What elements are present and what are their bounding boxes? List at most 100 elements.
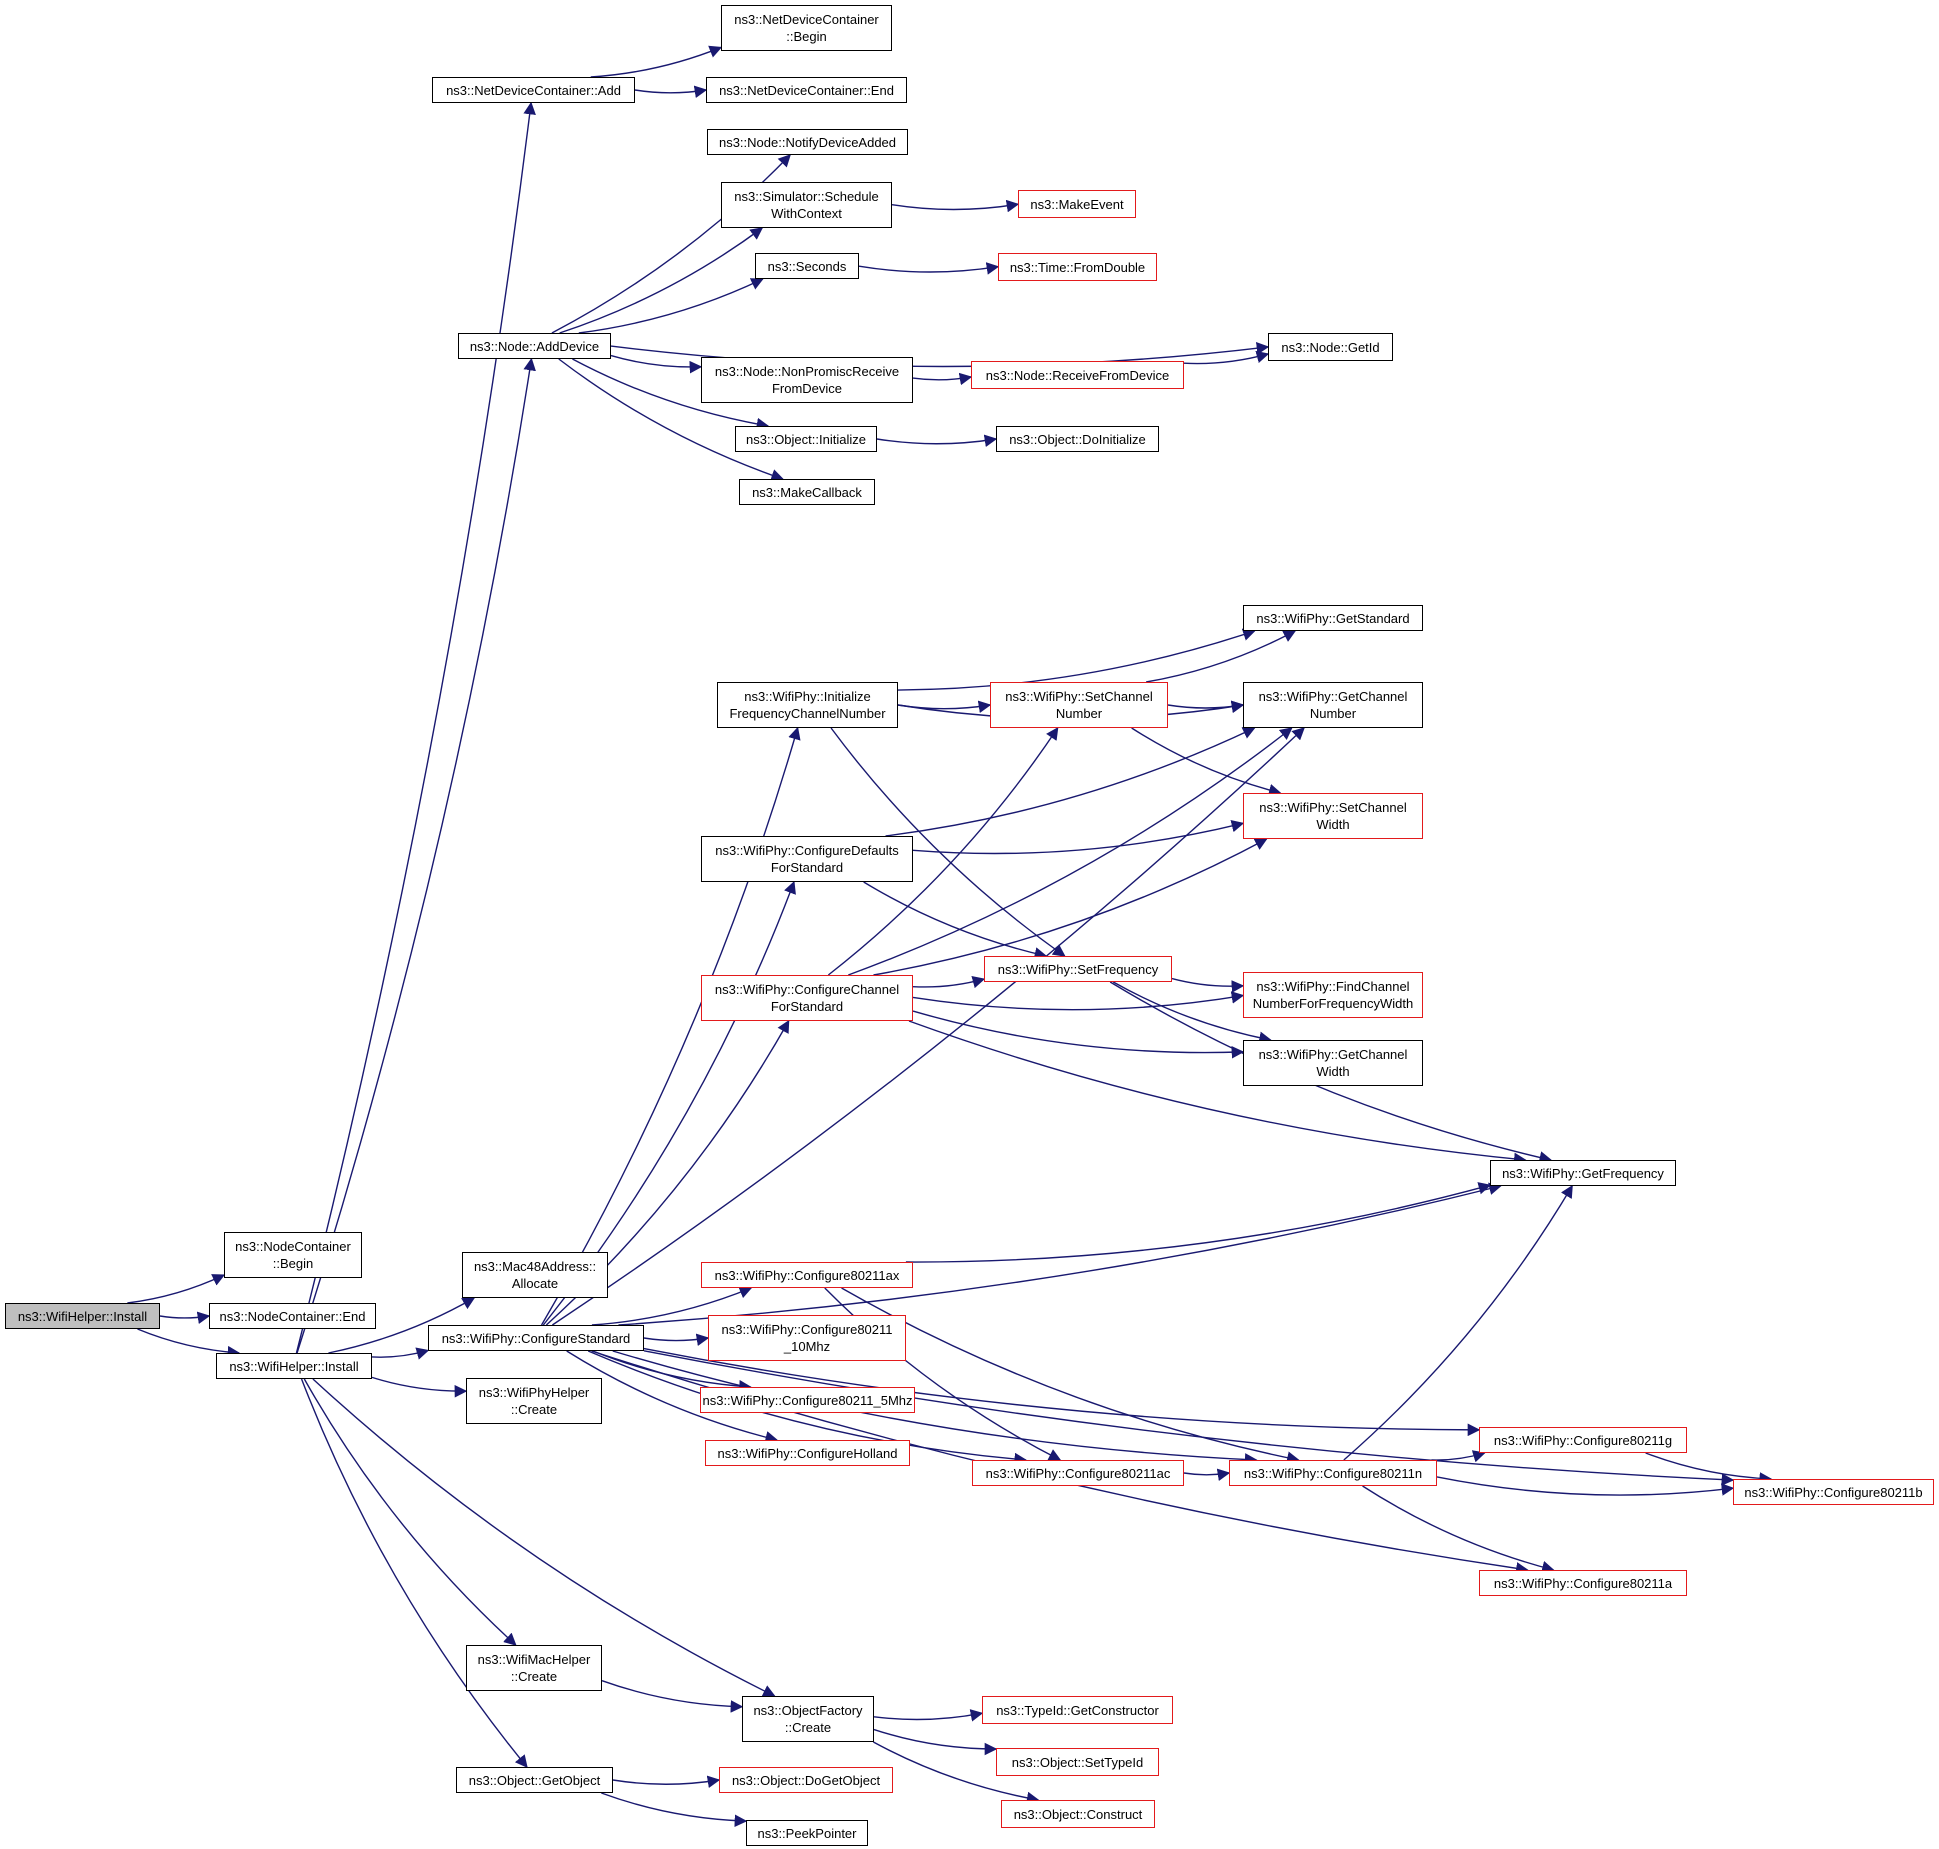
node-n19[interactable]: ns3::Mac48Address::Allocate — [462, 1252, 608, 1298]
node-n45[interactable]: ns3::Object::SetTypeId — [996, 1748, 1159, 1776]
node-label-line: ns3::WifiPhyHelper — [478, 1385, 590, 1400]
node-label: ns3::WifiPhy::GetFrequency — [1502, 1165, 1664, 1182]
node-label: ns3::NodeContainer::Begin — [235, 1238, 351, 1272]
edge-n3-n19 — [328, 1297, 476, 1354]
node-n48[interactable]: ns3::Object::DoGetObject — [719, 1767, 893, 1793]
edge-n43-n44 — [873, 1709, 984, 1722]
node-n37[interactable]: ns3::WifiPhy::Configure80211n — [1229, 1460, 1437, 1486]
edge-n3-n43 — [312, 1378, 776, 1697]
node-n40[interactable]: ns3::WifiPhy::Configure80211a — [1479, 1570, 1687, 1596]
node-n44[interactable]: ns3::TypeId::GetConstructor — [982, 1696, 1173, 1724]
node-label: ns3::WifiPhy::ConfigureStandard — [442, 1330, 631, 1347]
node-label-line: ns3::NetDeviceContainer — [734, 12, 879, 27]
node-n2[interactable]: ns3::NodeContainer::End — [209, 1303, 376, 1329]
edge-n42-n43 — [601, 1680, 744, 1713]
edge-n37-n38 — [1431, 1450, 1486, 1463]
edge-n7-n9 — [559, 227, 764, 334]
node-n18[interactable]: ns3::MakeCallback — [739, 479, 875, 505]
node-label-line: FrequencyChannelNumber — [729, 706, 886, 721]
node-n15[interactable]: ns3::Node::ReceiveFromDevice — [971, 361, 1184, 389]
node-label-line: ns3::WifiPhy::GetStandard — [1256, 610, 1410, 626]
node-label: ns3::NodeContainer::End — [220, 1308, 366, 1325]
node-n5[interactable]: ns3::NetDeviceContainer::Begin — [721, 5, 892, 51]
node-n22[interactable]: ns3::WifiPhy::GetStandard — [1243, 605, 1423, 631]
node-n0[interactable]: ns3::WifiHelper::Install — [5, 1303, 160, 1329]
node-n11[interactable]: ns3::Seconds — [755, 253, 859, 279]
node-label: ns3::WifiPhy::Configure80211_5Mhz — [702, 1392, 912, 1409]
node-n34[interactable]: ns3::WifiPhy::Configure80211_5Mhz — [700, 1387, 915, 1413]
node-label: ns3::WifiPhy::Configure80211a — [1494, 1575, 1672, 1592]
node-label: ns3::WifiPhy::Configure80211g — [1494, 1432, 1672, 1449]
node-n17[interactable]: ns3::Object::DoInitialize — [996, 426, 1159, 452]
node-n12[interactable]: ns3::Time::FromDouble — [998, 253, 1157, 281]
node-n32[interactable]: ns3::WifiPhy::Configure80211ax — [701, 1262, 913, 1288]
node-n38[interactable]: ns3::WifiPhy::Configure80211g — [1479, 1427, 1687, 1453]
node-label: ns3::WifiPhy::Configure80211n — [1244, 1465, 1422, 1482]
node-label-line: ns3::Simulator::Schedule — [734, 189, 879, 204]
node-label-line: ForStandard — [770, 999, 844, 1014]
node-n47[interactable]: ns3::Object::GetObject — [456, 1767, 613, 1793]
node-n36[interactable]: ns3::WifiPhy::Configure80211ac — [972, 1460, 1184, 1486]
node-n43[interactable]: ns3::ObjectFactory::Create — [742, 1696, 874, 1742]
node-n6[interactable]: ns3::NetDeviceContainer::End — [706, 77, 907, 103]
node-n4[interactable]: ns3::NetDeviceContainer::Add — [432, 77, 635, 103]
node-label-line: ns3::Seconds — [767, 258, 847, 274]
node-n39[interactable]: ns3::WifiPhy::Configure80211b — [1733, 1479, 1934, 1505]
node-label: ns3::TypeId::GetConstructor — [996, 1702, 1159, 1719]
node-n16[interactable]: ns3::Object::Initialize — [735, 426, 877, 452]
node-label-line: ns3::MakeEvent — [1030, 196, 1124, 212]
node-label: ns3::ObjectFactory::Create — [753, 1702, 862, 1736]
edge-n3-n7 — [296, 357, 536, 1354]
node-label-line: ns3::WifiPhy::Configure80211b — [1744, 1484, 1923, 1500]
edge-n37-n39 — [1436, 1476, 1735, 1496]
node-n3[interactable]: ns3::WifiHelper::Install — [216, 1353, 372, 1379]
node-n35[interactable]: ns3::WifiPhy::ConfigureHolland — [705, 1440, 910, 1466]
node-label: ns3::Node::ReceiveFromDevice — [986, 367, 1170, 384]
node-n7[interactable]: ns3::Node::AddDevice — [458, 333, 611, 359]
node-n46[interactable]: ns3::Object::Construct — [1001, 1800, 1155, 1828]
node-n27[interactable]: ns3::WifiPhy::SetFrequency — [984, 956, 1172, 982]
edge-n20-n24 — [551, 727, 1305, 1326]
node-label-line: ::Begin — [786, 29, 827, 44]
node-label: ns3::WifiPhy::Configure80211ax — [715, 1267, 900, 1284]
node-label: ns3::Object::SetTypeId — [1012, 1754, 1144, 1771]
edge-n47-n49 — [601, 1792, 748, 1828]
edge-n32-n37 — [841, 1287, 1300, 1464]
node-n20[interactable]: ns3::WifiPhy::ConfigureStandard — [428, 1325, 644, 1351]
node-n31[interactable]: ns3::WifiPhy::GetFrequency — [1490, 1160, 1676, 1186]
edge-n28-n27 — [912, 975, 986, 989]
node-n33[interactable]: ns3::WifiPhy::Configure80211_10Mhz — [708, 1315, 906, 1361]
node-n8[interactable]: ns3::Node::NotifyDeviceAdded — [707, 129, 908, 155]
node-label-line: ns3::Time::FromDouble — [1009, 259, 1146, 275]
node-label: ns3::Object::GetObject — [469, 1772, 601, 1789]
node-label: ns3::WifiPhy::Configure80211ac — [986, 1465, 1171, 1482]
node-n49[interactable]: ns3::PeekPointer — [746, 1820, 868, 1846]
edge-n20-n35 — [566, 1350, 779, 1444]
node-n13[interactable]: ns3::Node::GetId — [1268, 333, 1393, 361]
node-label-line: ns3::WifiHelper::Install — [17, 1308, 148, 1324]
edge-n28-n25 — [873, 838, 1268, 976]
node-n1[interactable]: ns3::NodeContainer::Begin — [224, 1232, 362, 1278]
node-n41[interactable]: ns3::WifiPhyHelper::Create — [466, 1378, 602, 1424]
node-n10[interactable]: ns3::MakeEvent — [1018, 190, 1136, 218]
node-label-line: ns3::WifiPhy::GetChannel — [1258, 689, 1408, 704]
node-label-line: ns3::Object::DoInitialize — [1009, 431, 1146, 447]
node-n42[interactable]: ns3::WifiMacHelper::Create — [466, 1645, 602, 1691]
node-label: ns3::Object::DoInitialize — [1009, 431, 1146, 448]
edge-n47-n48 — [612, 1775, 721, 1789]
